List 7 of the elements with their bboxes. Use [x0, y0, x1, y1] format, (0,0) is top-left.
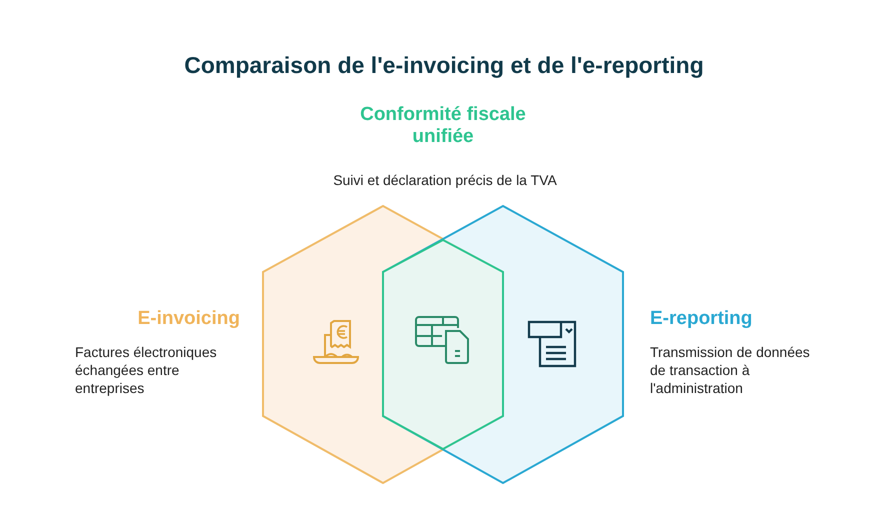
heading: E-reporting [650, 308, 754, 330]
description: Factures électroniques échangées entre entreprises [75, 343, 218, 397]
heading: Conformité fiscale unifiée [359, 104, 527, 148]
diagram-title: Comparaison de l'e-invoicing et de l'e-reporting [183, 52, 705, 79]
description: Transmission de données de transaction à l'administration [650, 343, 811, 397]
heading: E-invoicing [136, 308, 240, 330]
description: Suivi et déclaration précis de la TVA [332, 171, 558, 189]
